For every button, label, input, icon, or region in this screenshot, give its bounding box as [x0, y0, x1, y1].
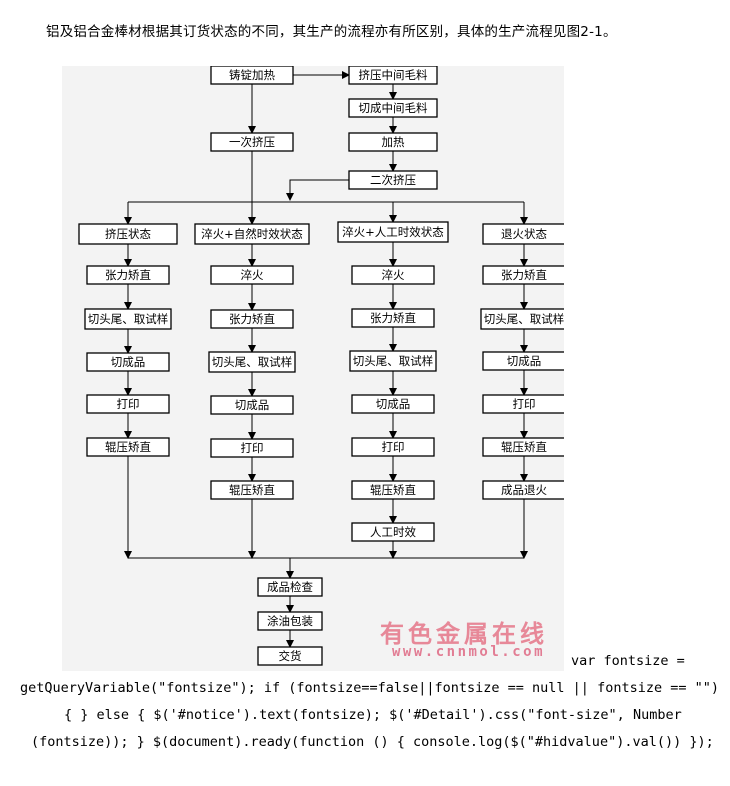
- step-box-c-marking: [351, 437, 435, 457]
- step-box-c-stretch-straighten: [351, 308, 435, 328]
- step-label-extrude-intermediate-billet: 挤压中间毛料: [359, 68, 428, 82]
- arrow-secondary-to-bus: [286, 179, 349, 201]
- step-label-secondary-extrusion: 二次挤压: [370, 173, 416, 187]
- step-box-c-quenching: [351, 265, 435, 285]
- step-box-delivery: [257, 646, 323, 666]
- step-label-c-artificial-aging: 人工时效: [370, 525, 416, 539]
- step-box-d-annealed: [482, 223, 564, 245]
- process-flow-diagram: 铸锭加热一次挤压挤压中间毛料切成中间毛料加热二次挤压挤压状态张力矫直切头尾、取试…: [62, 66, 564, 671]
- step-box-b-quenching: [210, 265, 294, 285]
- step-label-b-cut-product: 切成品: [235, 398, 270, 412]
- code-line-4: (fontsize)); } $(document).ready(functio…: [31, 734, 714, 750]
- step-box-a-roll-straighten: [86, 437, 170, 457]
- step-box-d-product-annealing: [482, 480, 564, 500]
- step-box-a-stretch-straighten: [86, 265, 170, 285]
- step-label-a-roll-straighten: 辊压矫直: [105, 440, 151, 454]
- step-label-delivery: 交货: [279, 649, 302, 663]
- step-label-d-product-annealing: 成品退火: [501, 483, 547, 497]
- step-box-secondary-extrusion: [348, 170, 438, 190]
- step-label-reheating: 加热: [382, 135, 405, 149]
- step-label-d-cut-sample: 切头尾、取试样: [484, 312, 564, 326]
- step-box-b-marking: [210, 438, 294, 458]
- flow-chart-canvas: 铸锭加热一次挤压挤压中间毛料切成中间毛料加热二次挤压挤压状态张力矫直切头尾、取试…: [78, 66, 564, 666]
- step-label-a-cut-product: 切成品: [111, 355, 146, 369]
- step-box-product-inspection: [257, 577, 323, 597]
- step-box-primary-extrusion: [210, 132, 294, 152]
- step-label-b-cut-sample: 切头尾、取试样: [212, 355, 293, 369]
- step-label-a-marking: 打印: [117, 397, 140, 411]
- step-label-c-quenching: 淬火: [382, 268, 405, 282]
- step-label-c-cut-product: 切成品: [376, 397, 411, 411]
- step-label-c-cut-sample: 切头尾、取试样: [353, 354, 434, 368]
- step-label-product-inspection: 成品检查: [267, 580, 313, 594]
- step-label-a-as-extruded: 挤压状态: [105, 227, 151, 241]
- step-label-oiling-packing: 涂油包装: [267, 614, 313, 628]
- step-box-d-cut-sample: [480, 308, 564, 330]
- step-box-reheating: [348, 132, 438, 152]
- step-label-d-marking: 打印: [513, 397, 536, 411]
- watermark-url: www.cnnmol.com: [392, 644, 546, 660]
- step-box-c-artificial-aging: [351, 522, 435, 542]
- step-box-cut-intermediate-billet: [348, 98, 438, 118]
- step-label-b-marking: 打印: [241, 441, 264, 455]
- step-box-d-roll-straighten: [482, 437, 564, 457]
- code-line-2: getQueryVariable("fontsize"); if (fontsi…: [20, 680, 719, 696]
- step-label-primary-extrusion: 一次挤压: [229, 135, 275, 149]
- step-box-ingot-heating: [210, 66, 294, 85]
- step-label-c-roll-straighten: 辊压矫直: [370, 483, 416, 497]
- step-box-b-cut-sample: [208, 351, 296, 373]
- step-label-c-stretch-straighten: 张力矫直: [370, 311, 416, 325]
- step-box-c-cut-sample: [349, 350, 437, 372]
- step-box-oiling-packing: [257, 611, 323, 631]
- step-box-c-cut-product: [351, 394, 435, 414]
- step-label-c-quench-artificial-aging: 淬火+人工时效状态: [342, 225, 444, 239]
- step-label-b-quench-natural-aging: 淬火+自然时效状态: [201, 227, 303, 241]
- step-box-b-stretch-straighten: [210, 309, 294, 329]
- step-box-a-as-extruded: [78, 223, 178, 245]
- step-box-d-cut-product: [482, 351, 564, 371]
- step-box-extrude-intermediate-billet: [348, 66, 438, 85]
- step-label-d-annealed: 退火状态: [501, 227, 547, 241]
- step-box-d-stretch-straighten: [482, 265, 564, 285]
- code-line-3: { } else { $('#notice').text(fontsize); …: [64, 707, 682, 723]
- step-box-d-marking: [482, 394, 564, 414]
- step-label-cut-intermediate-billet: 切成中间毛料: [359, 101, 428, 115]
- step-label-a-cut-sample: 切头尾、取试样: [88, 312, 169, 326]
- step-box-b-roll-straighten: [210, 480, 294, 500]
- step-box-a-cut-sample: [84, 308, 172, 330]
- step-box-b-cut-product: [210, 395, 294, 415]
- step-label-b-roll-straighten: 辊压矫直: [229, 483, 275, 497]
- step-box-a-cut-product: [86, 352, 170, 372]
- step-label-d-roll-straighten: 辊压矫直: [501, 440, 547, 454]
- step-box-c-quench-artificial-aging: [337, 221, 449, 243]
- step-box-a-marking: [86, 394, 170, 414]
- watermark-chinese-text: 有色金属在线: [380, 619, 548, 648]
- site-watermark: 有色金属在线 www.cnnmol.com: [380, 614, 570, 666]
- step-label-b-quenching: 淬火: [241, 268, 264, 282]
- step-label-a-stretch-straighten: 张力矫直: [105, 268, 151, 282]
- step-label-d-stretch-straighten: 张力矫直: [501, 268, 547, 282]
- intro-paragraph: 铝及铝合金棒材根据其订货状态的不同，其生产的流程亦有所区别，具体的生产流程见图2…: [46, 24, 617, 40]
- step-box-c-roll-straighten: [351, 480, 435, 500]
- leaked-script-text: var fontsize = getQueryVariable("fontsiz…: [8, 648, 722, 756]
- code-line-1: var fontsize =: [571, 653, 685, 669]
- step-label-d-cut-product: 切成品: [507, 354, 542, 368]
- step-label-c-marking: 打印: [382, 440, 405, 454]
- step-box-b-quench-natural-aging: [194, 223, 310, 245]
- step-label-ingot-heating: 铸锭加热: [229, 68, 275, 82]
- step-label-b-stretch-straighten: 张力矫直: [229, 312, 275, 326]
